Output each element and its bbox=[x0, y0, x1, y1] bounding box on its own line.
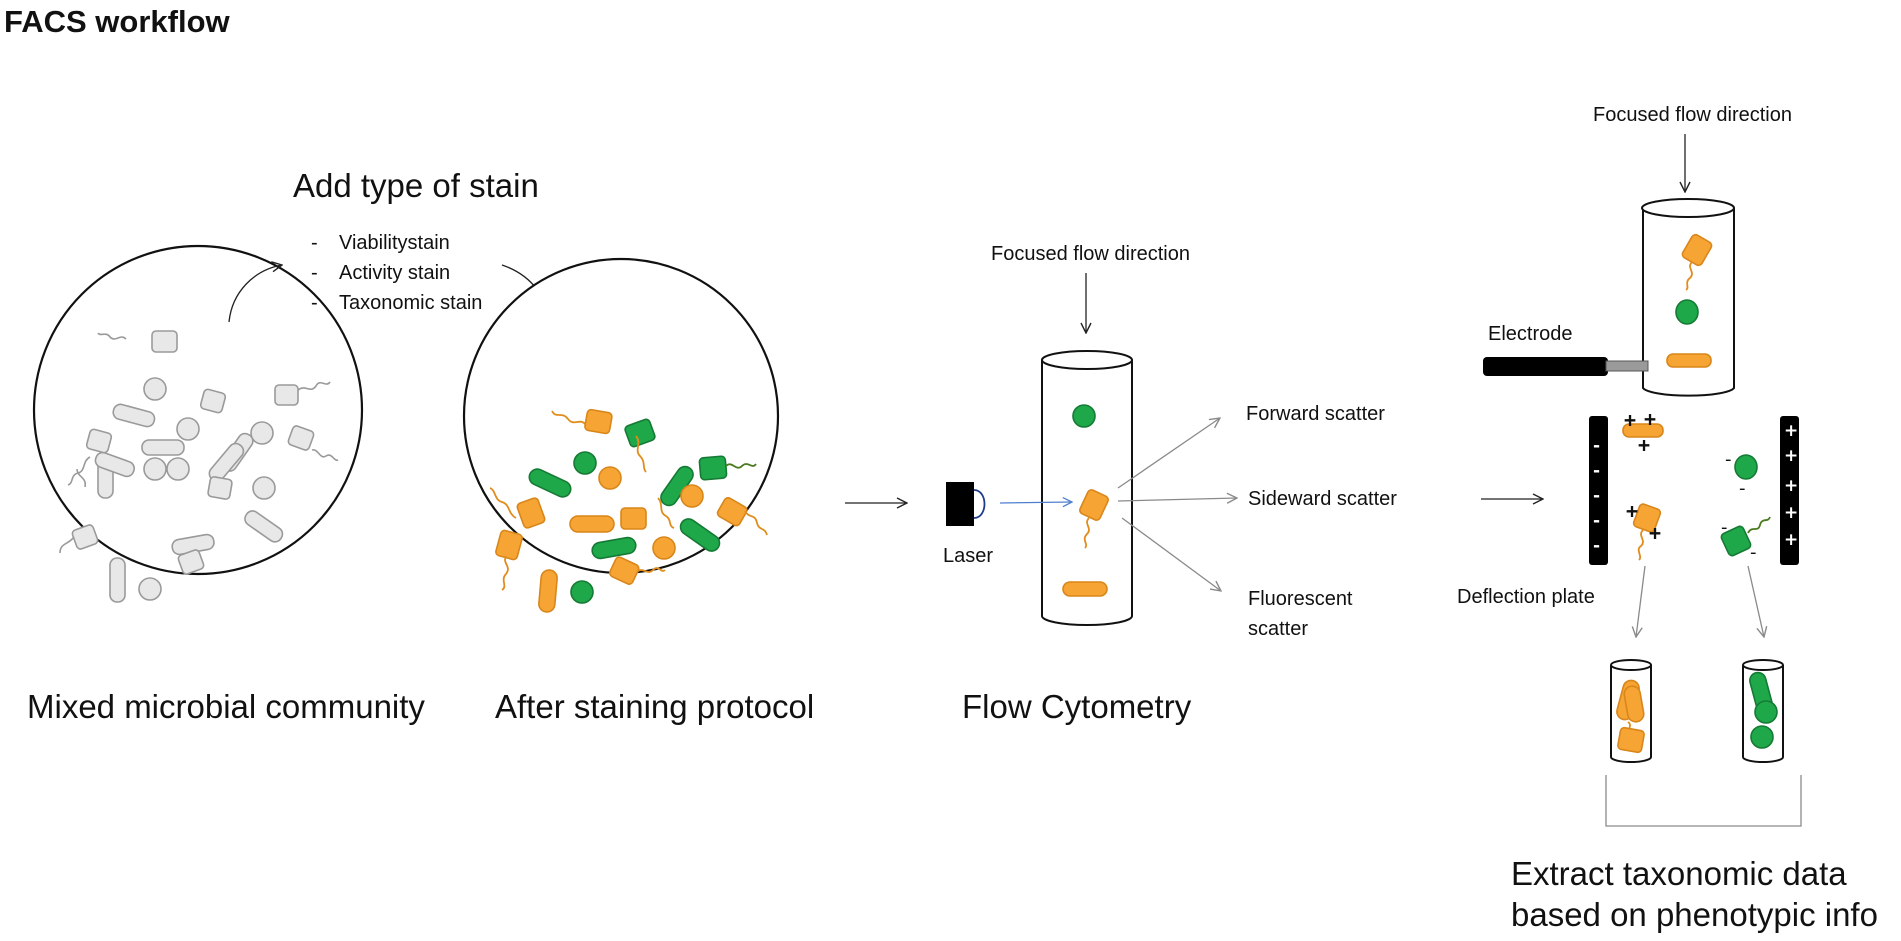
svg-text:+: + bbox=[1626, 499, 1638, 523]
charged-cells: + + + + + - - - - bbox=[1622, 407, 1771, 563]
stain-heading: Add type of stain bbox=[293, 167, 539, 204]
svg-text:-: - bbox=[1593, 436, 1600, 456]
output-fluorescent-line1: Fluorescent bbox=[1248, 588, 1353, 610]
forward-scatter-arrow bbox=[1117, 418, 1220, 489]
grouping-bracket bbox=[1605, 775, 1802, 827]
svg-text:-: - bbox=[1739, 478, 1746, 499]
stain-item-taxonomic: Taxonomic stain bbox=[339, 292, 482, 314]
result-line-1: Extract taxonomic data bbox=[1511, 855, 1847, 892]
collection-tube-orange bbox=[1610, 659, 1652, 763]
result-line-2: based on phenotypic info bbox=[1511, 896, 1878, 933]
svg-text:+: + bbox=[1649, 521, 1661, 545]
mixed-community-dish bbox=[32, 244, 364, 603]
svg-text:+: + bbox=[1784, 446, 1798, 466]
laser-device bbox=[946, 482, 986, 526]
stain-bullet-2: - bbox=[311, 262, 318, 284]
laser-label: Laser bbox=[943, 545, 993, 567]
fluorescent-scatter-arrow bbox=[1121, 517, 1221, 591]
sorter-nozzle-tube bbox=[1641, 198, 1735, 397]
output-sideward-scatter: Sideward scatter bbox=[1248, 488, 1397, 510]
svg-text:-: - bbox=[1593, 536, 1600, 556]
svg-text:-: - bbox=[1721, 517, 1728, 538]
deflection-plate-label: Deflection plate bbox=[1457, 586, 1595, 608]
sideward-scatter-arrow bbox=[1117, 498, 1237, 501]
svg-text:+: + bbox=[1644, 407, 1656, 431]
stain-item-activity: Activity stain bbox=[339, 262, 450, 284]
output-forward-scatter: Forward scatter bbox=[1246, 403, 1385, 425]
electrode-label: Electrode bbox=[1488, 323, 1573, 345]
svg-text:+: + bbox=[1784, 421, 1798, 441]
negative-signs: - - - - - bbox=[1593, 436, 1600, 556]
svg-text:-: - bbox=[1593, 461, 1600, 481]
flow-direction-label: Focused flow direction bbox=[991, 243, 1190, 265]
stage-label-stained: After staining protocol bbox=[495, 688, 814, 725]
stain-bullet-1: - bbox=[311, 232, 318, 254]
stain-bullet-3: - bbox=[311, 292, 318, 314]
positive-signs: + + + + + bbox=[1784, 421, 1798, 550]
svg-text:+: + bbox=[1624, 408, 1636, 432]
svg-text:-: - bbox=[1593, 486, 1600, 506]
svg-text:-: - bbox=[1750, 542, 1757, 563]
unstained-cells bbox=[59, 330, 339, 603]
stage-label-flow: Flow Cytometry bbox=[962, 688, 1192, 725]
svg-text:-: - bbox=[1593, 511, 1600, 531]
sort-direction-label: Focused flow direction bbox=[1593, 104, 1792, 126]
electrode bbox=[1483, 357, 1649, 376]
sort-arrow-left bbox=[1636, 565, 1646, 637]
stained-cells bbox=[489, 408, 768, 613]
stain-list: - Viabilitystain - Activity stain - Taxo… bbox=[311, 232, 482, 314]
stained-community-dish bbox=[462, 257, 780, 613]
deflection-plate-negative bbox=[1589, 416, 1608, 565]
stage-label-mixed: Mixed microbial community bbox=[27, 688, 425, 725]
svg-text:+: + bbox=[1784, 530, 1798, 550]
flow-cell-tube bbox=[1041, 350, 1133, 626]
collection-tube-green bbox=[1742, 659, 1784, 763]
svg-text:+: + bbox=[1784, 476, 1798, 496]
petri-dish-outline bbox=[32, 244, 364, 576]
output-fluorescent-line2: scatter bbox=[1248, 618, 1308, 640]
deflection-plate-positive bbox=[1780, 416, 1799, 565]
laser-beam bbox=[999, 502, 1072, 503]
svg-text:-: - bbox=[1725, 449, 1732, 470]
sort-arrow-right bbox=[1747, 565, 1764, 637]
diagram-title: FACS workflow bbox=[4, 4, 231, 39]
stain-item-viability: Viabilitystain bbox=[339, 232, 450, 254]
curved-arrow-into-stain bbox=[228, 265, 282, 323]
svg-text:+: + bbox=[1784, 503, 1798, 523]
svg-text:+: + bbox=[1638, 433, 1650, 457]
